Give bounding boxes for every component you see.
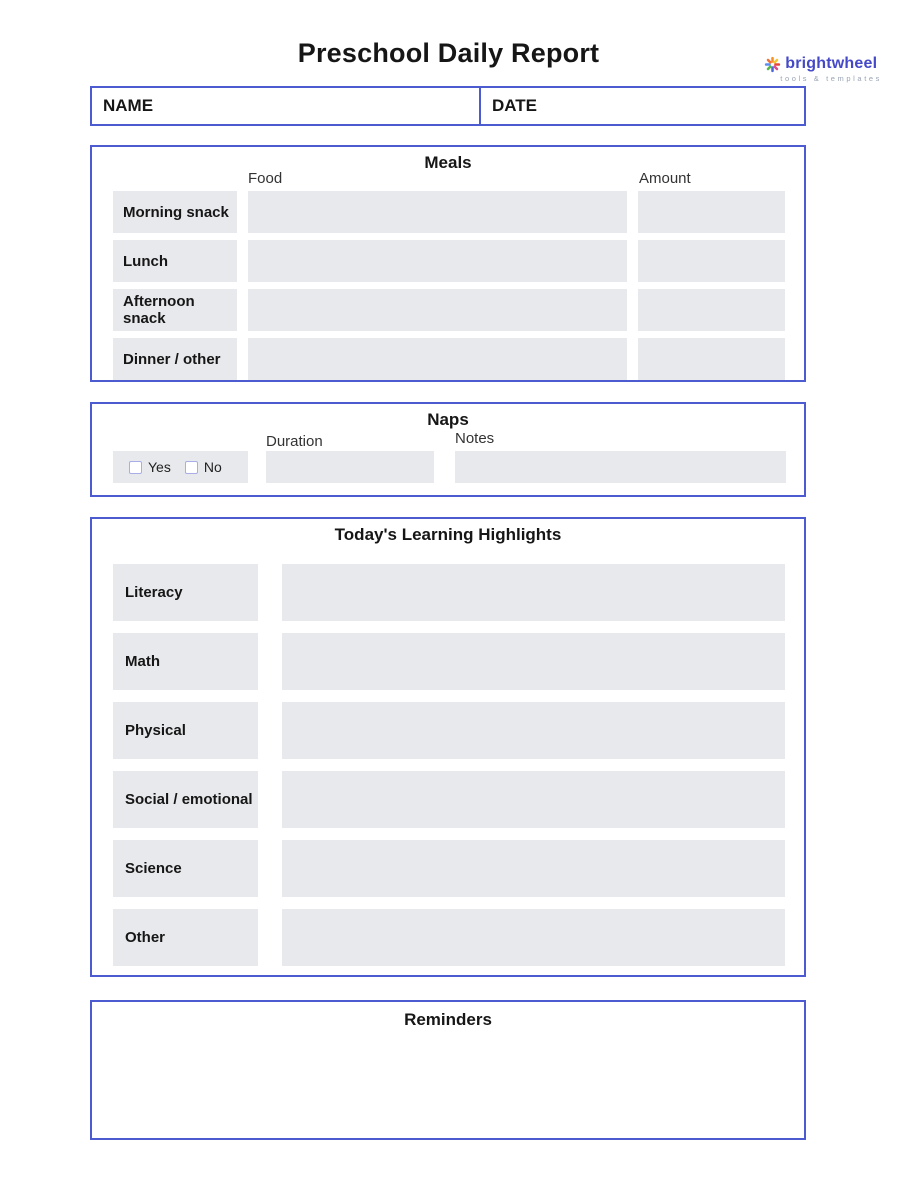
brightwheel-logo: brightwheel tools & templates [764,55,882,83]
learning-notes-input[interactable] [282,633,785,690]
meals-rows: Morning snack Lunch Afternoon snack Dinn… [113,191,804,380]
learning-notes-input[interactable] [282,771,785,828]
nap-duration-input[interactable] [266,451,434,483]
amount-column-label: Amount [639,170,691,187]
nap-yes-option[interactable]: Yes [129,459,171,475]
reminders-section: Reminders [90,1000,806,1140]
learning-rows: Literacy Math Physical Social / emotiona… [113,564,804,966]
pinwheel-icon [764,56,781,73]
learning-row-other: Other [113,909,804,966]
meal-row-label: Afternoon snack [113,289,237,331]
learning-row-math: Math [113,633,804,690]
meal-amount-input[interactable] [638,289,785,331]
meal-row-morning-snack: Morning snack [113,191,804,233]
date-label: DATE [492,96,538,115]
learning-row-label: Other [113,909,258,966]
learning-row-label: Physical [113,702,258,759]
meal-food-input[interactable] [248,240,627,282]
learning-notes-input[interactable] [282,702,785,759]
naps-fields: Yes No [92,451,804,483]
meals-title: Meals [424,153,472,172]
learning-row-social-emotional: Social / emotional [113,771,804,828]
learning-notes-input[interactable] [282,909,785,966]
learning-notes-input[interactable] [282,564,785,621]
logo-tagline: tools & templates [780,74,882,83]
reminders-title: Reminders [404,1010,492,1029]
naps-section: Naps Duration Notes Yes No [90,402,806,497]
learning-row-label: Science [113,840,258,897]
meal-row-afternoon-snack: Afternoon snack [113,289,804,331]
naps-column-labels: Duration Notes [92,430,804,450]
learning-row-science: Science [113,840,804,897]
nap-notes-input[interactable] [455,451,786,483]
learning-row-physical: Physical [113,702,804,759]
nap-no-label: No [203,459,222,475]
nap-no-checkbox[interactable] [184,460,198,474]
page-title: Preschool Daily Report [297,38,600,68]
name-field[interactable]: NAME [92,88,481,124]
learning-row-label: Math [113,633,258,690]
learning-title: Today's Learning Highlights [334,525,562,544]
naps-title: Naps [427,410,469,429]
nap-no-option[interactable]: No [184,459,222,475]
meal-row-lunch: Lunch [113,240,804,282]
name-date-bar: NAME DATE [90,86,806,126]
meal-food-input[interactable] [248,191,627,233]
duration-column-label: Duration [266,433,323,450]
meal-amount-input[interactable] [638,191,785,233]
meals-column-labels: Food Amount [92,170,804,187]
learning-row-label: Social / emotional [113,771,258,828]
learning-row-literacy: Literacy [113,564,804,621]
meal-amount-input[interactable] [638,338,785,380]
meal-row-label: Lunch [113,240,237,282]
meal-food-input[interactable] [248,289,627,331]
meal-row-dinner-other: Dinner / other [113,338,804,380]
nap-yes-checkbox[interactable] [129,460,142,474]
reminders-input[interactable] [92,1030,804,1138]
nap-yes-no-group: Yes No [113,451,248,483]
meal-food-input[interactable] [248,338,627,380]
nap-yes-label: Yes [148,459,171,475]
food-column-label: Food [248,170,283,187]
meal-row-label: Morning snack [113,191,237,233]
meal-row-label: Dinner / other [113,338,237,380]
logo-brand-text: brightwheel [785,55,878,72]
meals-section: Meals Food Amount Morning snack Lunch Af… [90,145,806,382]
learning-highlights-section: Today's Learning Highlights Literacy Mat… [90,517,806,977]
notes-column-label: Notes [455,430,495,447]
learning-row-label: Literacy [113,564,258,621]
date-field[interactable]: DATE [481,88,804,124]
learning-notes-input[interactable] [282,840,785,897]
name-label: NAME [103,96,154,115]
meal-amount-input[interactable] [638,240,785,282]
